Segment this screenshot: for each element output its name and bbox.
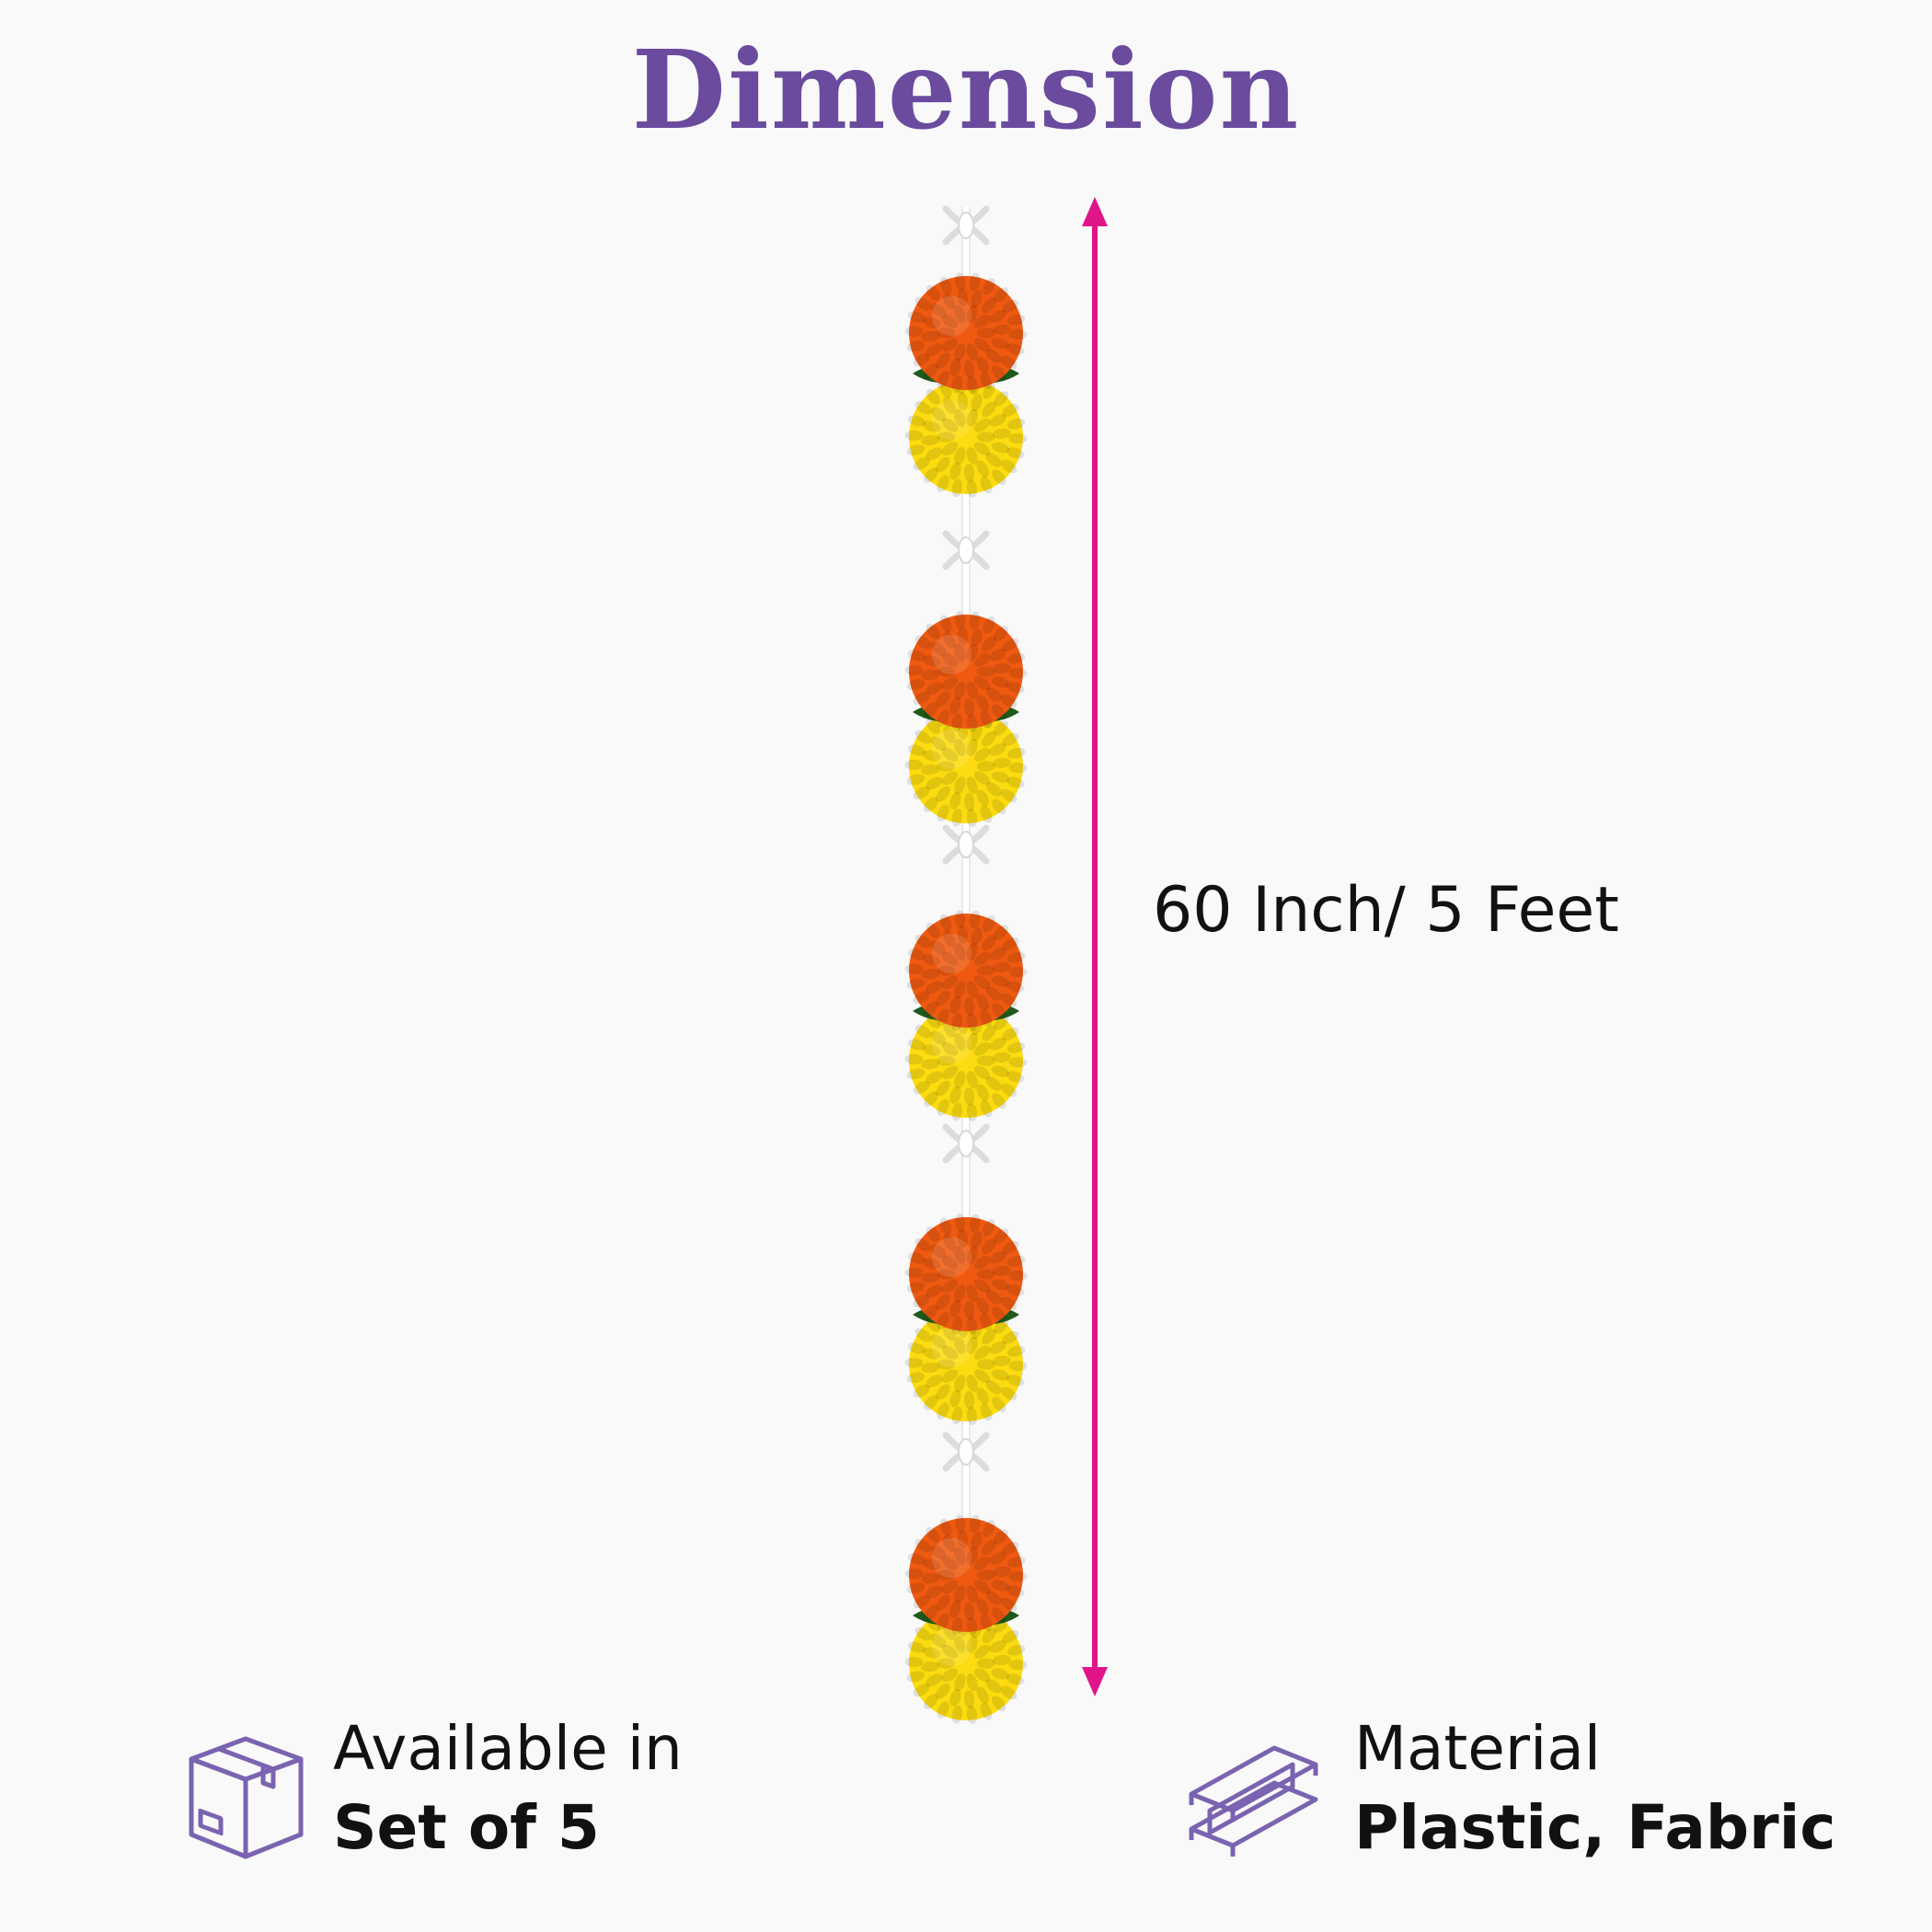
dimension-arrow [1082, 197, 1108, 1696]
availability-heading: Available in [333, 1713, 683, 1784]
dimension-label: 60 Inch/ 5 Feet [1153, 874, 1619, 947]
arrow-head-top [1082, 197, 1108, 226]
yellow-marigold [904, 376, 1028, 498]
yellow-marigold [904, 1000, 1028, 1121]
availability-value: Set of 5 [333, 1791, 600, 1863]
garland-knot [942, 1123, 990, 1164]
orange-marigold [904, 1514, 1028, 1636]
steel-beam-icon [1189, 1745, 1318, 1857]
garland-top-tassel [942, 205, 990, 246]
arrow-head-bottom [1082, 1667, 1108, 1696]
orange-marigold [904, 611, 1028, 732]
garland-knot [942, 1432, 990, 1472]
box-icon [189, 1736, 304, 1859]
material-info: Material Plastic, Fabric [1354, 1709, 1835, 1868]
availability-info: Available in Set of 5 [333, 1709, 683, 1868]
garland-knot [942, 530, 990, 570]
page-title: Dimension [631, 26, 1301, 154]
material-value: Plastic, Fabric [1354, 1791, 1836, 1863]
orange-marigold [904, 910, 1028, 1031]
orange-marigold [904, 1213, 1028, 1335]
material-heading: Material [1354, 1713, 1602, 1784]
garland-knot [942, 824, 990, 865]
orange-marigold [904, 272, 1028, 394]
